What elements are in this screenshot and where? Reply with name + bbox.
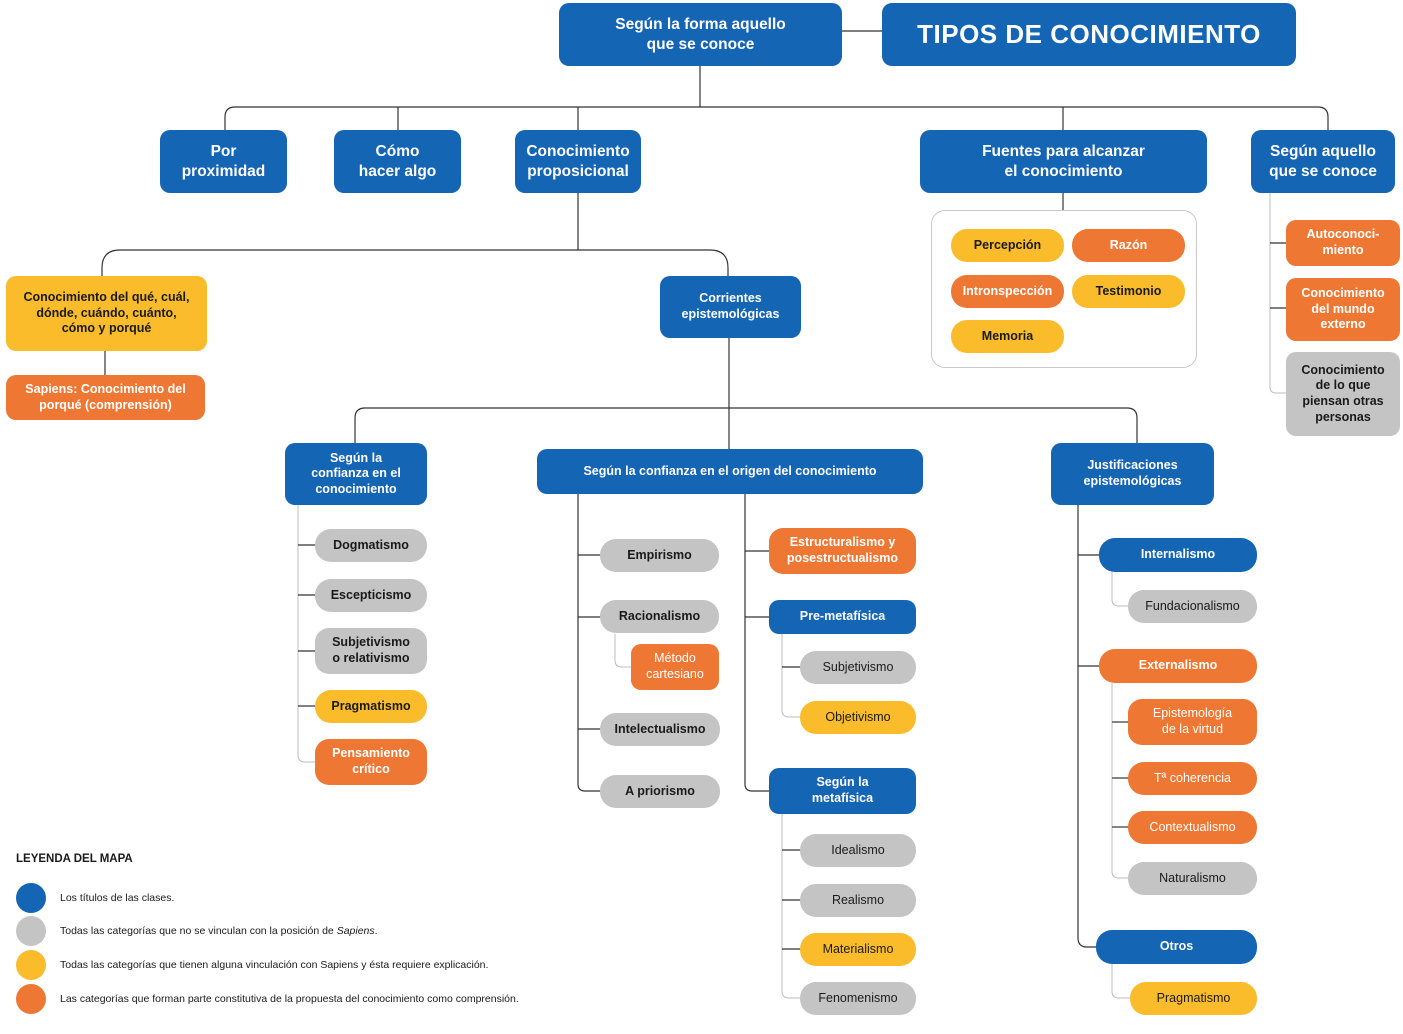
- node-materialismo: Materialismo: [800, 933, 916, 966]
- node-naturalismo: Naturalismo: [1128, 862, 1257, 895]
- root-node: Según la forma aquello que se conoce: [559, 3, 842, 66]
- node-subjetivismo-relativismo: Subjetivismo o relativismo: [315, 628, 427, 674]
- legend-title: LEYENDA DEL MAPA: [16, 853, 133, 865]
- legend-row-blue: Los títulos de las clases.: [16, 883, 174, 913]
- legend-row-orange: Las categorías que forman parte constitu…: [16, 984, 519, 1014]
- node-otras-personas: Conocimiento de lo que piensan otras per…: [1286, 352, 1400, 436]
- node-percepcion: Percepción: [951, 229, 1064, 262]
- legend-yellow-dot: [16, 950, 46, 980]
- node-justificaciones: Justificaciones epistemológicas: [1051, 443, 1214, 505]
- node-sapiens: Sapiens: Conocimiento del porqué (compre…: [6, 375, 205, 420]
- node-fuentes: Fuentes para alcanzar el conocimiento: [920, 130, 1207, 193]
- legend-gray-text-start: Todas las categorías que no se vinculan …: [60, 925, 337, 937]
- node-segun-aquello: Según aquello que se conoce: [1251, 130, 1395, 193]
- node-corrientes: Corrientes epistemológicas: [660, 276, 801, 338]
- node-metodo-cartesiano: Método cartesiano: [631, 644, 719, 690]
- node-pensamiento-critico: Pensamiento crítico: [315, 739, 427, 785]
- node-subjetivismo: Subjetivismo: [800, 651, 916, 684]
- node-realismo: Realismo: [800, 884, 916, 917]
- legend-blue-dot: [16, 883, 46, 913]
- node-idealismo: Idealismo: [800, 834, 916, 867]
- legend-gray-text: Todas las categorías que no se vinculan …: [60, 925, 378, 937]
- node-por-proximidad: Por proximidad: [160, 130, 287, 193]
- node-pragmatismo-justificaciones: Pragmatismo: [1130, 982, 1257, 1015]
- node-razon: Razón: [1072, 229, 1185, 262]
- node-a-priorismo: A priorismo: [600, 775, 720, 808]
- legend-row-yellow: Todas las categorías que tienen alguna v…: [16, 950, 488, 980]
- node-testimonio: Testimonio: [1072, 275, 1185, 308]
- node-conocimiento-proposicional: Conocimiento proposicional: [515, 130, 641, 193]
- legend-gray-text-emphasis: Sapiens: [336, 925, 375, 937]
- legend-gray-text-end: .: [374, 925, 378, 937]
- node-escepticismo: Escepticismo: [315, 579, 427, 612]
- legend-row-gray: Todas las categorías que no se vinculan …: [16, 916, 378, 946]
- page-title: TIPOS DE CONOCIMIENTO: [882, 3, 1296, 66]
- legend-blue-text: Los títulos de las clases.: [60, 892, 175, 904]
- node-segun-metafisica: Según la metafísica: [769, 768, 916, 814]
- node-conocimiento-que: Conocimiento del qué, cuál, dónde, cuánd…: [6, 276, 207, 351]
- node-fenomenismo: Fenomenismo: [800, 982, 916, 1015]
- node-introspeccion: Intronspección: [951, 275, 1064, 308]
- node-contextualismo: Contextualismo: [1128, 811, 1257, 844]
- legend-orange-text: Las categorías que forman parte constitu…: [60, 993, 519, 1005]
- node-empirismo: Empirismo: [600, 539, 719, 572]
- node-pragmatismo: Pragmatismo: [315, 690, 427, 723]
- node-racionalismo: Racionalismo: [600, 600, 719, 633]
- node-como-hacer-algo: Cómo hacer algo: [334, 130, 461, 193]
- node-internalismo: Internalismo: [1099, 538, 1257, 572]
- node-segun-confianza: Según la confianza en el conocimiento: [285, 443, 427, 505]
- node-externalismo: Externalismo: [1099, 649, 1257, 683]
- node-segun-origen: Según la confianza en el origen del cono…: [537, 449, 923, 494]
- node-pre-metafisica: Pre-metafísica: [769, 600, 916, 634]
- node-epistemologia-virtud: Epistemología de la virtud: [1128, 699, 1257, 745]
- node-mundo-externo: Conocimiento del mundo externo: [1286, 278, 1400, 341]
- node-teoria-coherencia: Tª coherencia: [1128, 762, 1257, 795]
- legend-gray-dot: [16, 916, 46, 946]
- node-otros: Otros: [1096, 930, 1257, 964]
- node-dogmatismo: Dogmatismo: [315, 529, 427, 562]
- node-objetivismo: Objetivismo: [800, 701, 916, 734]
- node-estructuralismo: Estructuralismo y posestructualismo: [769, 528, 916, 574]
- node-intelectualismo: Intelectualismo: [600, 713, 720, 746]
- node-autoconocimiento: Autoconoci- miento: [1286, 220, 1400, 266]
- legend-yellow-text: Todas las categorías que tienen alguna v…: [60, 959, 489, 971]
- node-fundacionalismo: Fundacionalismo: [1128, 590, 1257, 623]
- legend-orange-dot: [16, 984, 46, 1014]
- node-memoria: Memoria: [951, 320, 1064, 353]
